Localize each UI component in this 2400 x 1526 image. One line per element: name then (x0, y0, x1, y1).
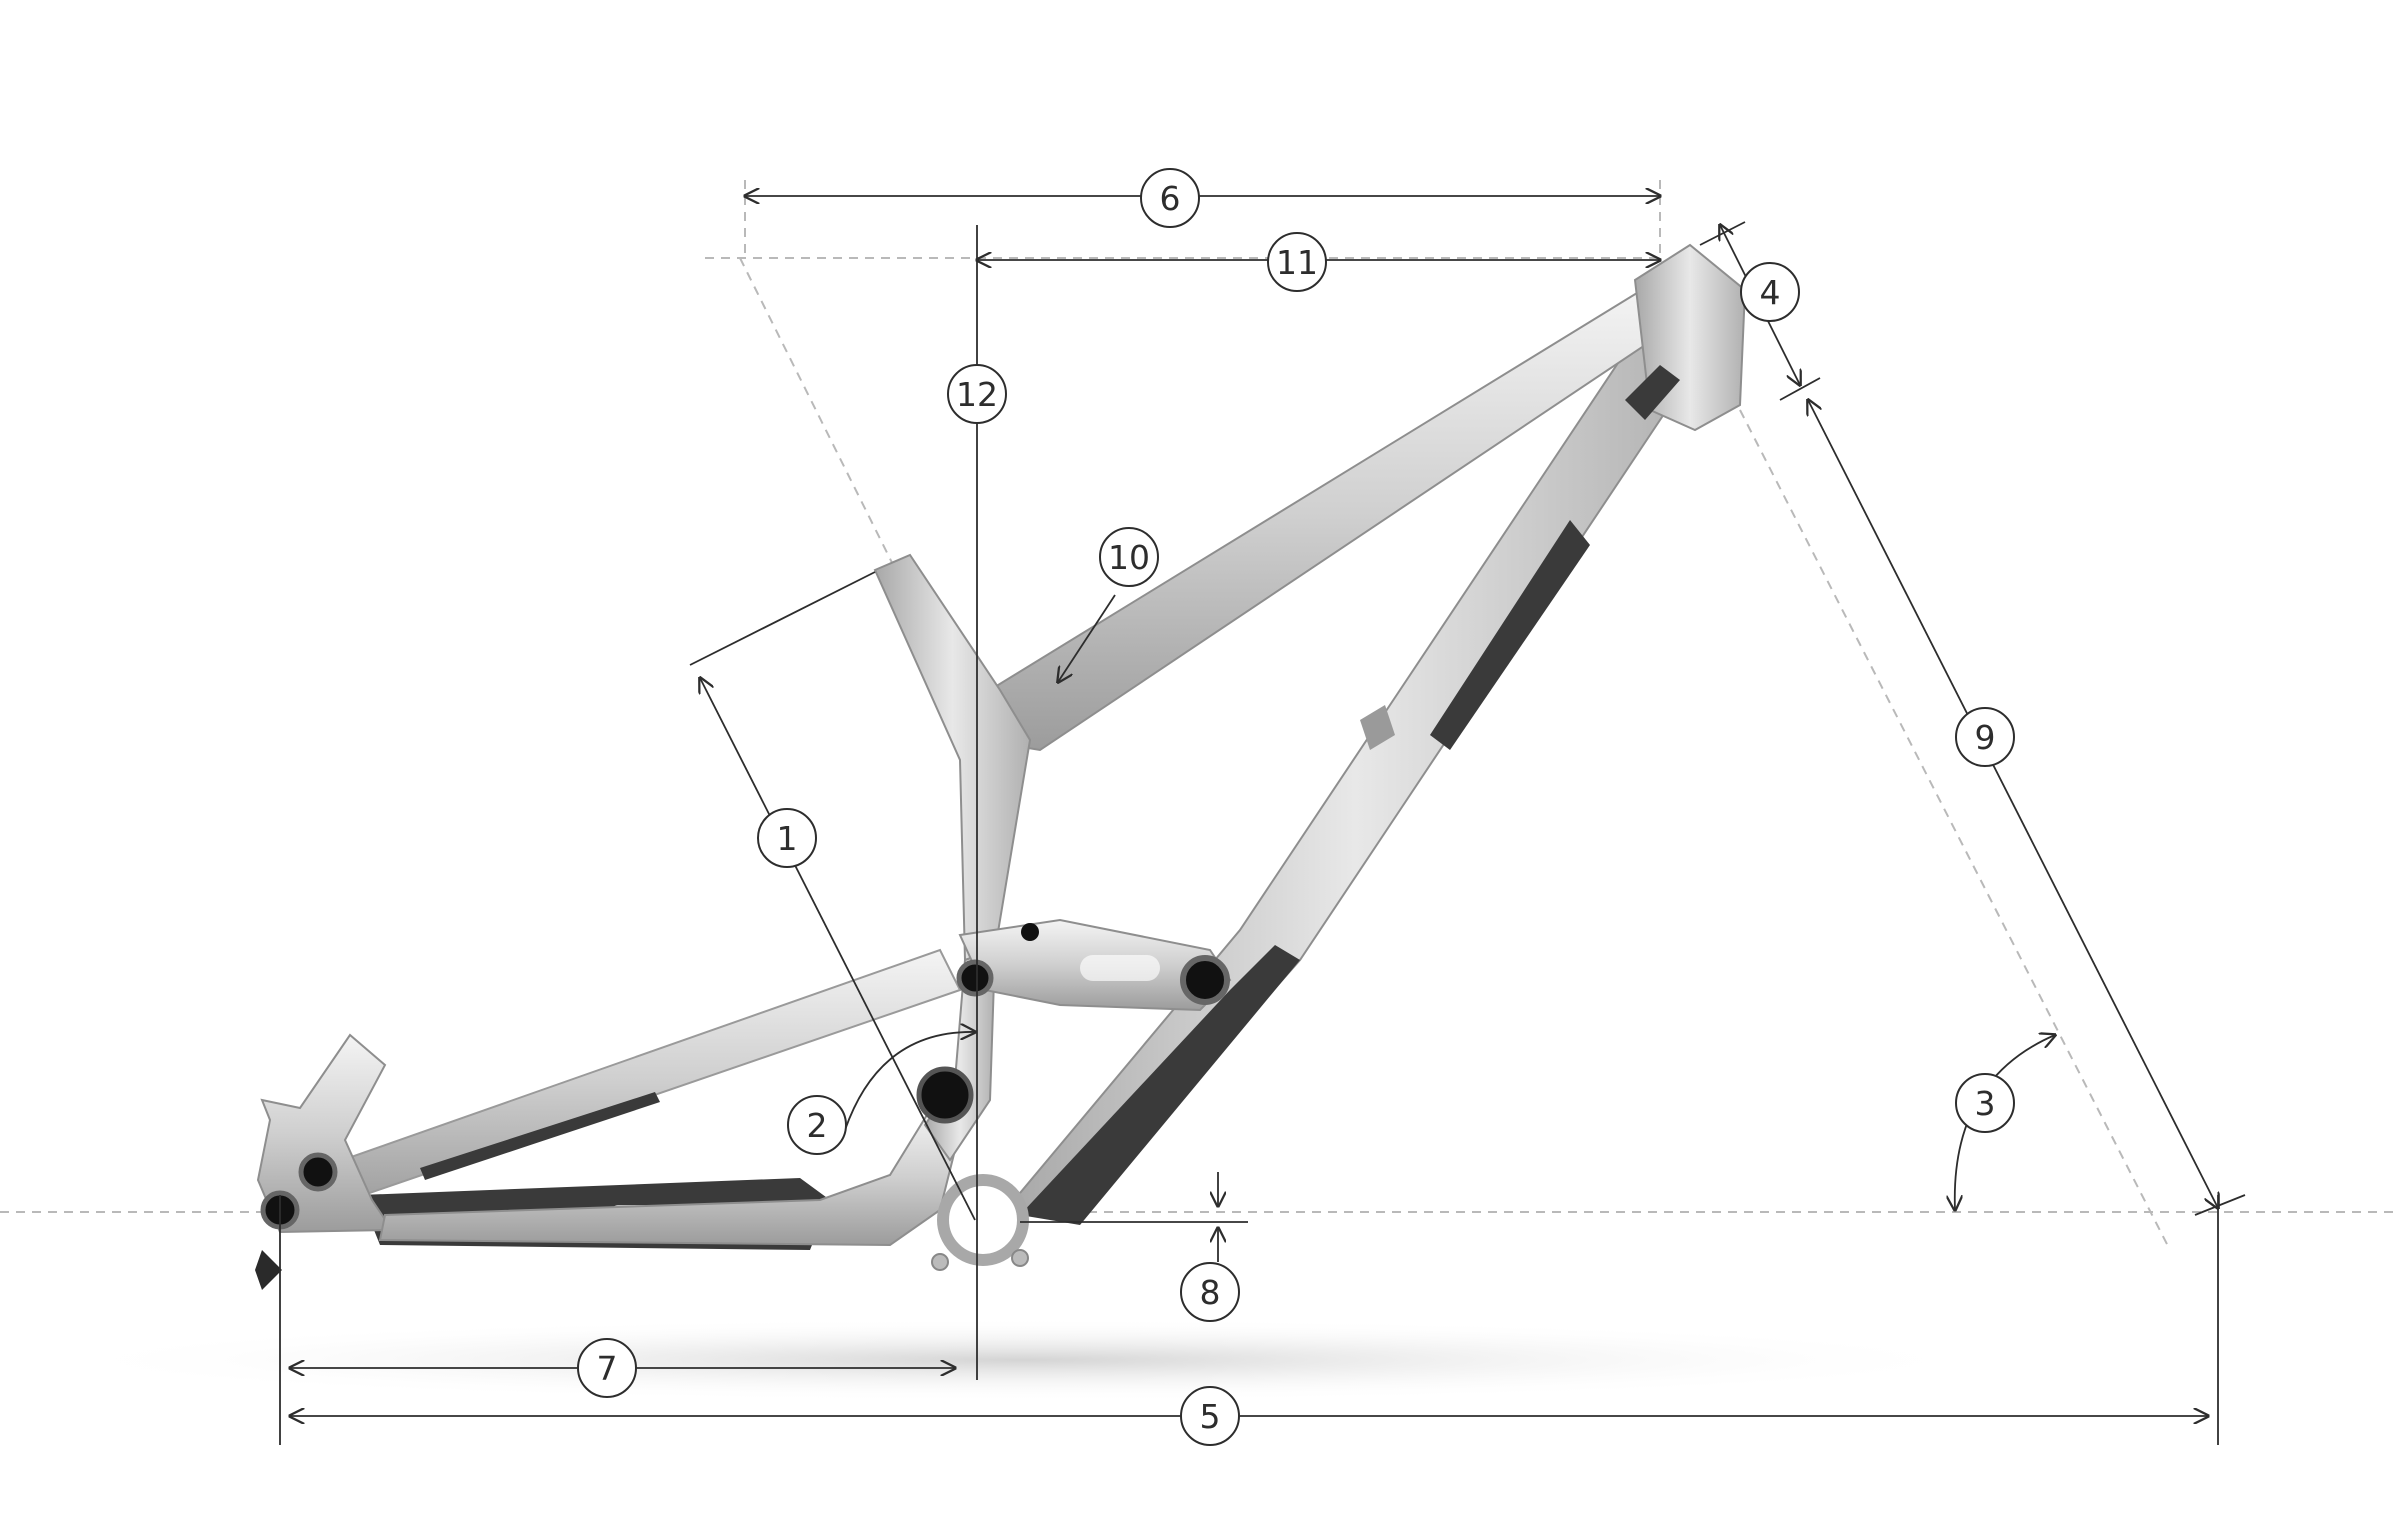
callout-12-label: 12 (956, 375, 998, 414)
shock-mount-tab (1360, 705, 1395, 750)
dim-2-arc (844, 1032, 975, 1131)
bottom-bracket (937, 1174, 1029, 1266)
callout-4-label: 4 (1760, 273, 1781, 312)
dim-9-line (1808, 400, 2218, 1208)
callout-7: 7 (577, 1338, 637, 1398)
callout-10: 10 (1099, 527, 1159, 587)
callout-2: 2 (787, 1095, 847, 1155)
callout-8-label: 8 (1200, 1273, 1221, 1312)
callout-7-label: 7 (597, 1349, 618, 1388)
callout-9-label: 9 (1975, 718, 1996, 757)
callout-12: 12 (947, 364, 1007, 424)
seat-stay (298, 948, 962, 1212)
seat-stay-pivot (298, 1152, 338, 1192)
down-tube-protector-upper (1430, 520, 1590, 750)
callout-11: 11 (1267, 232, 1327, 292)
callout-4: 4 (1740, 262, 1800, 322)
callout-3-label: 3 (1975, 1084, 1996, 1123)
dim-4-tick-bottom (1779, 377, 1821, 401)
dim-10-pointer (1058, 594, 1116, 682)
callouts: 6 11 4 12 10 9 1 2 (577, 168, 2015, 1446)
ground-shadow (40, 1318, 2000, 1402)
main-pivot (956, 959, 994, 997)
callout-8: 8 (1180, 1262, 1240, 1322)
link-pivot (1180, 955, 1230, 1005)
callout-5-label: 5 (1200, 1397, 1221, 1436)
callout-11-label: 11 (1276, 243, 1318, 282)
head-angle-projection-line (1739, 409, 2171, 1251)
seat-stay-protector (420, 1092, 660, 1180)
cable-port (1625, 365, 1680, 420)
link-bolt (1021, 923, 1039, 941)
callout-6-label: 6 (1160, 179, 1181, 218)
callout-1-label: 1 (777, 819, 798, 858)
callout-1: 1 (757, 808, 817, 868)
dimension-lines (279, 196, 2246, 1445)
rear-dropout (256, 1033, 394, 1234)
iscg-tab-right (1011, 1249, 1029, 1267)
dim-4-tick-top (1699, 221, 1746, 246)
callout-6: 6 (1140, 168, 1200, 228)
lower-pivot (916, 1066, 974, 1124)
reach-projection-line (739, 257, 979, 736)
callout-10-label: 10 (1108, 538, 1150, 577)
callout-3: 3 (1955, 1073, 2015, 1133)
down-tube-protector-lower (1020, 945, 1300, 1225)
iscg-tab-left (931, 1253, 949, 1271)
derailleur-hanger (255, 1250, 282, 1290)
callout-9: 9 (1955, 707, 2015, 767)
callout-5: 5 (1180, 1386, 1240, 1446)
dim-1-line (700, 678, 976, 1221)
bike-frame (255, 243, 1747, 1290)
down-tube (1008, 328, 1702, 1222)
callout-2-label: 2 (807, 1106, 828, 1145)
seat-tube (873, 553, 1032, 962)
dim-9-tick (2194, 1194, 2246, 1216)
dim-1-extension (689, 571, 876, 666)
rocker-link-cutout (1080, 955, 1160, 981)
